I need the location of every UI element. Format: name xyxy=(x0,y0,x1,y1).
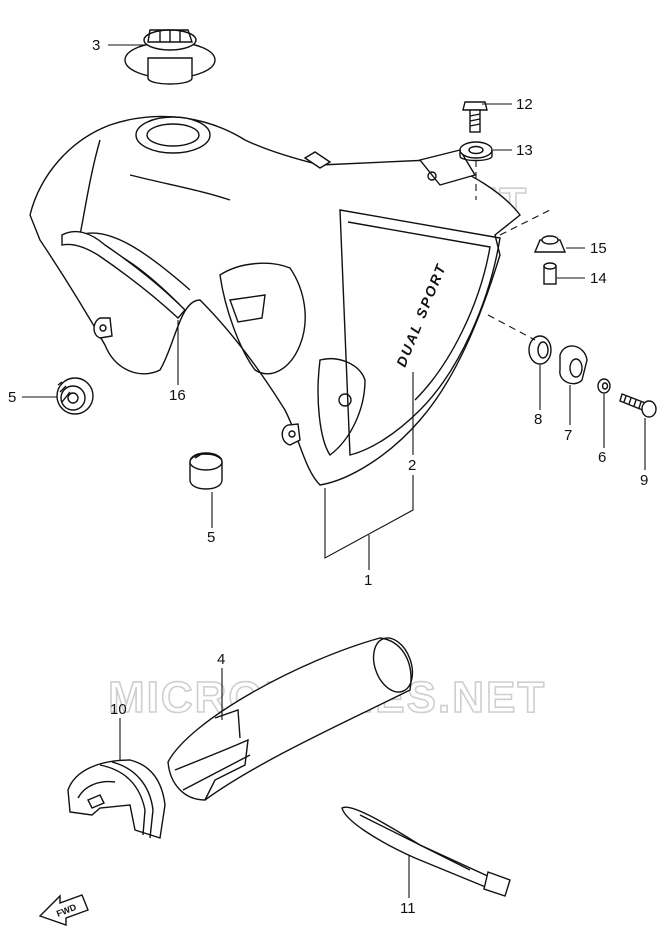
part-15-collar[interactable] xyxy=(533,235,567,253)
callout-7: 7 xyxy=(564,427,572,444)
callout-10: 10 xyxy=(110,701,127,718)
callout-11: 11 xyxy=(400,900,416,917)
callout-3: 3 xyxy=(92,37,100,54)
part-3-fuel-cap[interactable] xyxy=(124,29,216,85)
assembly-line-upper-right xyxy=(499,209,551,236)
part-12-bolt[interactable] xyxy=(462,101,488,133)
part-9-bolt[interactable] xyxy=(619,393,657,418)
fuel-tank[interactable]: DUAL SPORT xyxy=(29,115,521,486)
callout-8: 8 xyxy=(534,411,542,428)
callout-4: 4 xyxy=(217,651,225,668)
part-11-cable-tie[interactable] xyxy=(341,806,511,897)
part-6-washer[interactable] xyxy=(597,378,611,394)
callout-2: 2 xyxy=(408,457,416,474)
part-14-spacer[interactable] xyxy=(543,262,557,285)
callout-9: 9 xyxy=(640,472,648,489)
callout-14: 14 xyxy=(590,270,607,287)
callout-12: 12 xyxy=(516,96,533,113)
callout-15: 15 xyxy=(590,240,607,257)
part-5-grommet-lower[interactable] xyxy=(189,452,223,490)
part-4-cover[interactable] xyxy=(167,633,419,801)
part-7-cushion[interactable] xyxy=(559,345,588,385)
assembly-line-lower-right xyxy=(487,314,536,341)
part-5-grommet-left[interactable] xyxy=(56,377,94,415)
callout-1: 1 xyxy=(364,572,372,589)
part-10-protector[interactable] xyxy=(67,759,166,839)
callout-5-lower: 5 xyxy=(207,529,215,546)
callout-5-left: 5 xyxy=(8,389,16,406)
part-8-cushion[interactable] xyxy=(528,335,552,365)
fwd-arrow-icon: FWD xyxy=(38,894,89,926)
callout-13: 13 xyxy=(516,142,533,159)
callout-16: 16 xyxy=(169,387,186,404)
part-16-strip[interactable] xyxy=(61,230,186,320)
callout-6: 6 xyxy=(598,449,606,466)
